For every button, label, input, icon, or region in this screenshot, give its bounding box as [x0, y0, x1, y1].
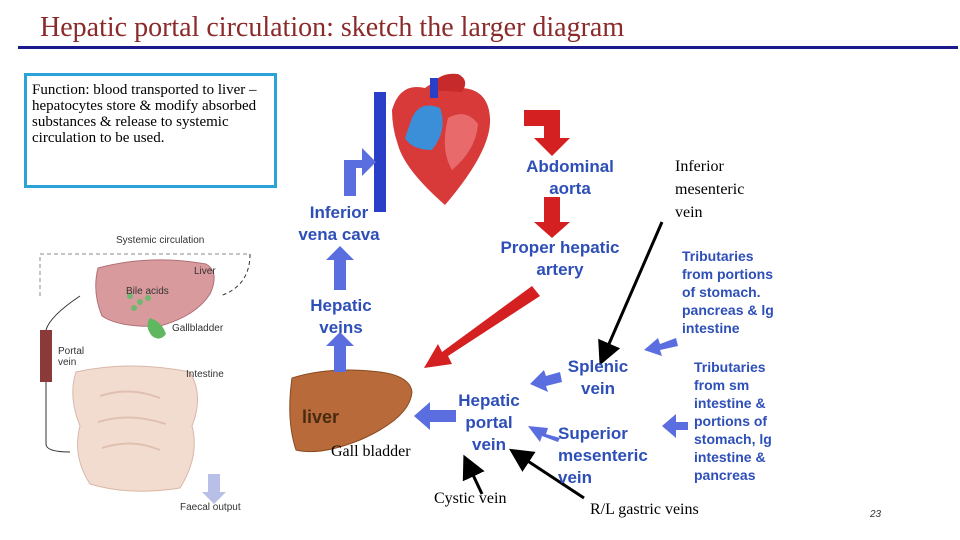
- label-tributaries-intestine: Tributaries from sm intestine & portions…: [694, 359, 772, 483]
- label-proper-hepatic-artery: Proper hepatic artery: [500, 238, 620, 279]
- inset-label-intestine: Intestine: [186, 369, 224, 380]
- inset-illustration: [39, 253, 251, 504]
- inset-label-portal-vein: Portal vein: [58, 346, 85, 368]
- inset-label-gallbladder: Gallbladder: [172, 323, 224, 334]
- inset-label-liver: Liver: [194, 266, 216, 277]
- title-underline: [18, 46, 958, 49]
- label-tributaries-stomach: Tributaries from portions of stomach. pa…: [682, 248, 774, 336]
- label-inferior-vena-cava: Inferior vena cava: [298, 203, 380, 244]
- tributaries-stomach-arrow: [644, 338, 678, 356]
- function-description-box: Function: blood transported to liver – h…: [24, 73, 277, 188]
- label-hepatic-veins: Hepatic veins: [310, 296, 372, 337]
- page-number: 23: [870, 509, 882, 520]
- annotation-inferior-mesenteric-vein: Inferior mesenteric vein: [675, 158, 745, 221]
- label-liver: liver: [302, 407, 340, 427]
- aorta-to-hepatic-artery-arrow: [534, 197, 570, 238]
- portal-vein-to-liver-arrow: [414, 402, 456, 430]
- label-splenic-vein: Splenic vein: [567, 357, 629, 398]
- smv-to-portal-arrow: [528, 426, 560, 442]
- splenic-to-portal-arrow: [530, 370, 562, 392]
- liver-illustration: [289, 369, 413, 453]
- inset-label-bile-acids: Bile acids: [126, 286, 169, 297]
- inferior-mesenteric-pointer: [598, 221, 664, 366]
- heart-illustration: [374, 73, 491, 212]
- enterohepatic-inset: Systemic circulation Liver Bile acids Ga…: [10, 226, 276, 522]
- annotation-gastric-veins: R/L gastric veins: [590, 501, 699, 518]
- annotation-cystic-vein: Cystic vein: [434, 490, 507, 507]
- cystic-vein-pointer: [462, 454, 485, 495]
- gastric-veins-pointer: [508, 448, 585, 500]
- inset-label-systemic-circulation: Systemic circulation: [116, 235, 205, 246]
- inset-label-faecal-output: Faecal output: [180, 502, 241, 513]
- label-superior-mesenteric-vein: Superior mesenteric vein: [558, 424, 648, 487]
- annotation-gall-bladder: Gall bladder: [331, 443, 411, 460]
- hepatic-veins-to-ivc-arrow: [326, 246, 354, 290]
- ivc-to-heart-arrow: [344, 148, 376, 196]
- label-abdominal-aorta: Abdominal aorta: [526, 157, 614, 198]
- aorta-down-arrow: [524, 110, 570, 156]
- hepatic-artery-to-liver-arrow: [424, 286, 540, 368]
- label-hepatic-portal-vein: Hepatic portal vein: [458, 391, 520, 454]
- liver-to-hepatic-veins-arrow: [326, 332, 354, 372]
- page-title: Hepatic portal circulation: sketch the l…: [40, 12, 625, 43]
- tributaries-intestine-arrow: [662, 414, 688, 438]
